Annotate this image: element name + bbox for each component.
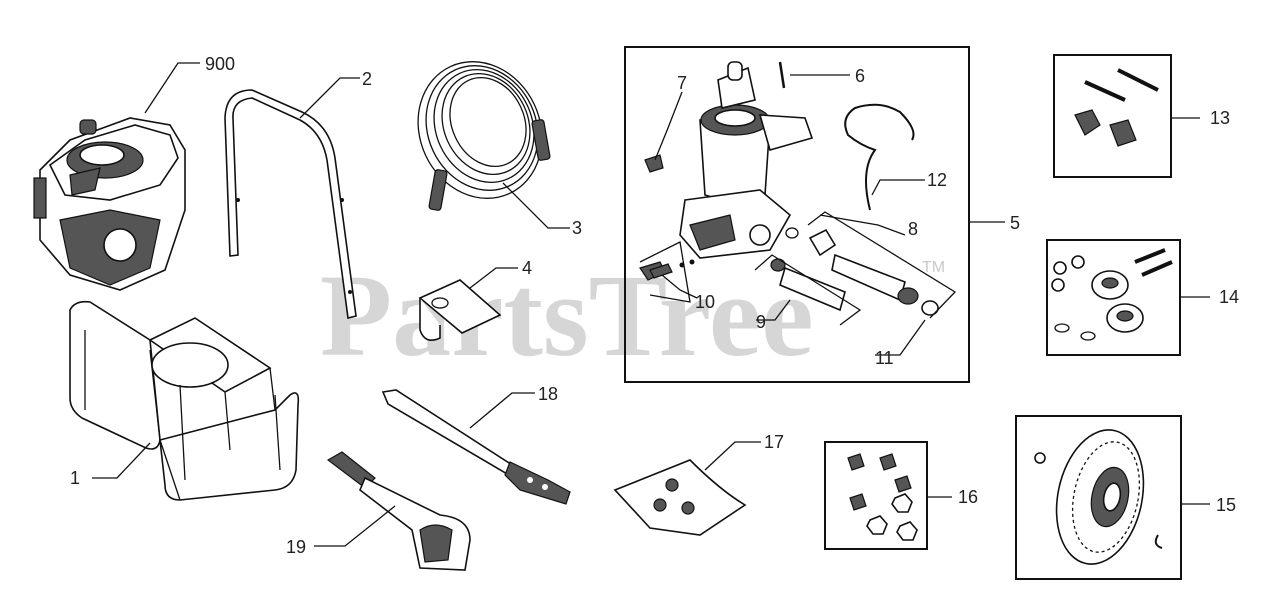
frame-illustration[interactable] — [69, 300, 300, 501]
callout-14[interactable]: 14 — [1219, 287, 1239, 307]
callout-15[interactable]: 15 — [1216, 495, 1236, 515]
pump-assembly-box — [624, 46, 970, 383]
watermark-trademark: TM — [922, 259, 945, 276]
callout-13[interactable]: 13 — [1210, 108, 1230, 128]
box-13 — [1053, 54, 1172, 178]
spray-gun-illustration[interactable] — [326, 451, 471, 571]
callout-19[interactable]: 19 — [286, 537, 306, 557]
pump-illustration[interactable] — [639, 61, 814, 281]
callout-1[interactable]: 1 — [70, 468, 80, 488]
hose-illustration[interactable] — [396, 41, 564, 219]
box-16 — [824, 441, 928, 550]
nozzle-set-illustration[interactable] — [649, 259, 695, 279]
callout-9[interactable]: 9 — [756, 312, 766, 332]
callout-11[interactable]: 11 — [875, 348, 894, 368]
callout-12[interactable]: 12 — [927, 170, 947, 190]
assembly-bracket-lines — [639, 211, 957, 326]
callout-17[interactable]: 17 — [764, 432, 784, 452]
drain-tube-illustration[interactable] — [844, 103, 915, 211]
unloader-illustration[interactable] — [808, 228, 939, 316]
callout-900[interactable]: 900 — [205, 54, 235, 74]
pin-illustration[interactable] — [778, 61, 786, 89]
callout-18[interactable]: 18 — [538, 384, 558, 404]
callout-5[interactable]: 5 — [1010, 213, 1020, 233]
handle-illustration[interactable] — [224, 89, 357, 319]
bracket-illustration[interactable] — [418, 279, 502, 341]
bag-illustration[interactable] — [613, 459, 747, 536]
wand-illustration[interactable] — [381, 389, 571, 505]
callout-2[interactable]: 2 — [362, 69, 372, 89]
callout-10[interactable]: 10 — [695, 292, 715, 312]
box-15 — [1015, 415, 1182, 580]
callout-3[interactable]: 3 — [572, 218, 582, 238]
callout-4[interactable]: 4 — [522, 258, 532, 278]
engine-illustration[interactable] — [33, 117, 186, 291]
callout-16[interactable]: 16 — [958, 487, 978, 507]
screws-illustration[interactable] — [847, 453, 918, 541]
callout-6[interactable]: 6 — [855, 66, 865, 86]
wheel-illustration[interactable] — [1034, 422, 1163, 572]
callout-8[interactable]: 8 — [908, 219, 918, 239]
wheel-hardware-illustration[interactable] — [1051, 248, 1173, 341]
bolts-illustration[interactable] — [1074, 68, 1159, 147]
watermark-text: PartsTree — [320, 250, 814, 381]
leader-lines — [92, 62, 1210, 547]
callout-7[interactable]: 7 — [677, 73, 687, 93]
